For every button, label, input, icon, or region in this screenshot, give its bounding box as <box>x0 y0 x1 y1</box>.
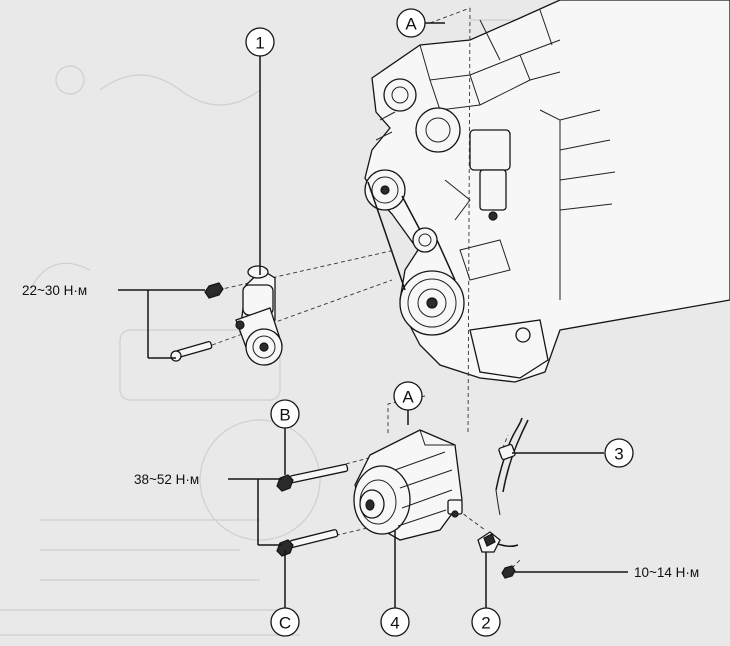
callout-3-label: 3 <box>614 445 623 464</box>
callout-2-label: 2 <box>481 614 490 633</box>
callout-c: C <box>270 607 300 637</box>
wiring-harness <box>495 417 529 516</box>
alternator <box>353 429 463 541</box>
callout-1-label: 1 <box>255 34 264 53</box>
callout-4: 4 <box>380 607 410 637</box>
connector-plug <box>477 531 519 579</box>
callout-a-top-label: A <box>405 15 417 34</box>
callout-1: 1 <box>245 27 275 57</box>
engine-block <box>364 0 730 383</box>
callout-b: B <box>270 399 300 429</box>
callout-a-mid: A <box>393 381 423 411</box>
callout-c-label: C <box>279 614 291 633</box>
tensioner-bolts <box>170 282 224 362</box>
torque-label-tensioner: 22~30 Н·м <box>22 283 87 298</box>
leader-lines <box>118 22 628 608</box>
callout-3: 3 <box>604 438 634 468</box>
callout-4-label: 4 <box>390 614 399 633</box>
callout-a-mid-label: A <box>402 388 414 407</box>
callout-a-top: A <box>396 8 426 38</box>
torque-label-connector: 10~14 Н·м <box>634 565 699 580</box>
callout-2: 2 <box>471 607 501 637</box>
callout-b-label: B <box>279 406 290 425</box>
torque-label-alternator: 38~52 Н·м <box>134 472 199 487</box>
belt-tensioner <box>235 265 283 366</box>
